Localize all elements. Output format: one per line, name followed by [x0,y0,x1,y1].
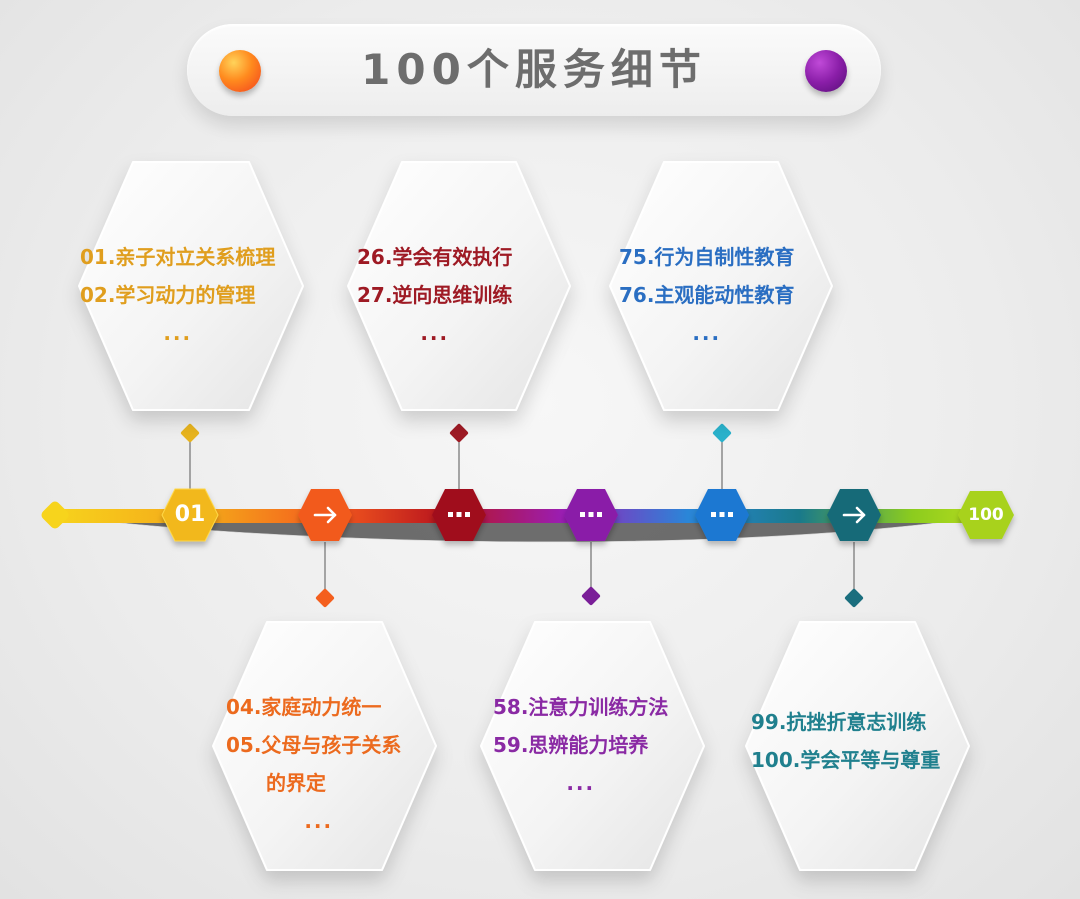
ellipsis-icon [711,512,733,517]
timeline-node [827,489,881,541]
hex-card-top-2 [347,161,571,411]
hex-card-bottom-3 [745,621,970,871]
card-line: 59.思辨能力培养 [493,733,649,757]
card-line: 27.逆向思维训练 [357,283,513,307]
hex-card-top-1 [78,161,304,411]
arrow-right-icon [313,506,337,524]
title-banner: 100个服务细节 [187,24,881,116]
card-line: 100.学会平等与尊重 [751,748,941,772]
card-top-1-text: 01.亲子对立关系梳理 02.学习动力的管理 ... [80,238,275,352]
ellipsis-text: ... [163,321,193,345]
card-line: 75.行为自制性教育 [619,245,795,269]
timeline-node [161,488,219,542]
card-line: 76.主观能动性教育 [619,283,795,307]
card-line: 99.抗挫折意志训练 [751,710,927,734]
timeline-node [432,489,486,541]
timeline-node [564,489,618,541]
card-bottom-2-text: 58.注意力训练方法 59.思辨能力培养 ... [493,688,668,802]
purple-orb-icon [805,50,847,92]
card-top-3-text: 75.行为自制性教育 76.主观能动性教育 ... [619,238,794,352]
timeline-nodes [161,488,1014,542]
ellipsis-text: ... [566,771,596,795]
card-bottom-1-text: 04.家庭动力统一 05.父母与孩子关系 的界定 ... [226,688,401,840]
hex-card-bottom-1 [212,621,437,871]
node-label-end: 100 [968,505,1004,525]
card-line: 05.父母与孩子关系 [226,733,402,757]
card-line: 01.亲子对立关系梳理 [80,245,276,269]
node-label-start: 01 [174,502,206,527]
page-title: 100个服务细节 [361,45,707,94]
card-line: 02.学习动力的管理 [80,283,256,307]
card-line: 04.家庭动力统一 [226,695,382,719]
hex-cards [78,161,970,871]
card-line-continuation: 的界定 [266,771,326,795]
hex-card-bottom-2 [480,621,705,871]
connectors-bottom [315,542,864,608]
hex-card-top-3 [609,161,833,411]
card-line: 26.学会有效执行 [357,245,513,269]
card-bottom-3-text: 99.抗挫折意志训练 100.学会平等与尊重 [751,703,940,779]
ellipsis-icon [448,512,470,517]
timeline-bar [52,509,987,523]
ellipsis-icon [580,512,602,517]
timeline-node [695,489,749,541]
arrow-right-icon [842,506,866,524]
ellipsis-text: ... [692,321,722,345]
ellipsis-text: ... [420,321,450,345]
timeline-node [958,491,1014,539]
timeline-start-marker [41,501,69,529]
orange-orb-icon [219,50,261,92]
timeline-node [298,489,352,541]
connectors-top [180,423,732,490]
card-top-2-text: 26.学会有效执行 27.逆向思维训练 ... [357,238,512,352]
card-line: 58.注意力训练方法 [493,695,669,719]
ellipsis-text: ... [304,809,334,833]
